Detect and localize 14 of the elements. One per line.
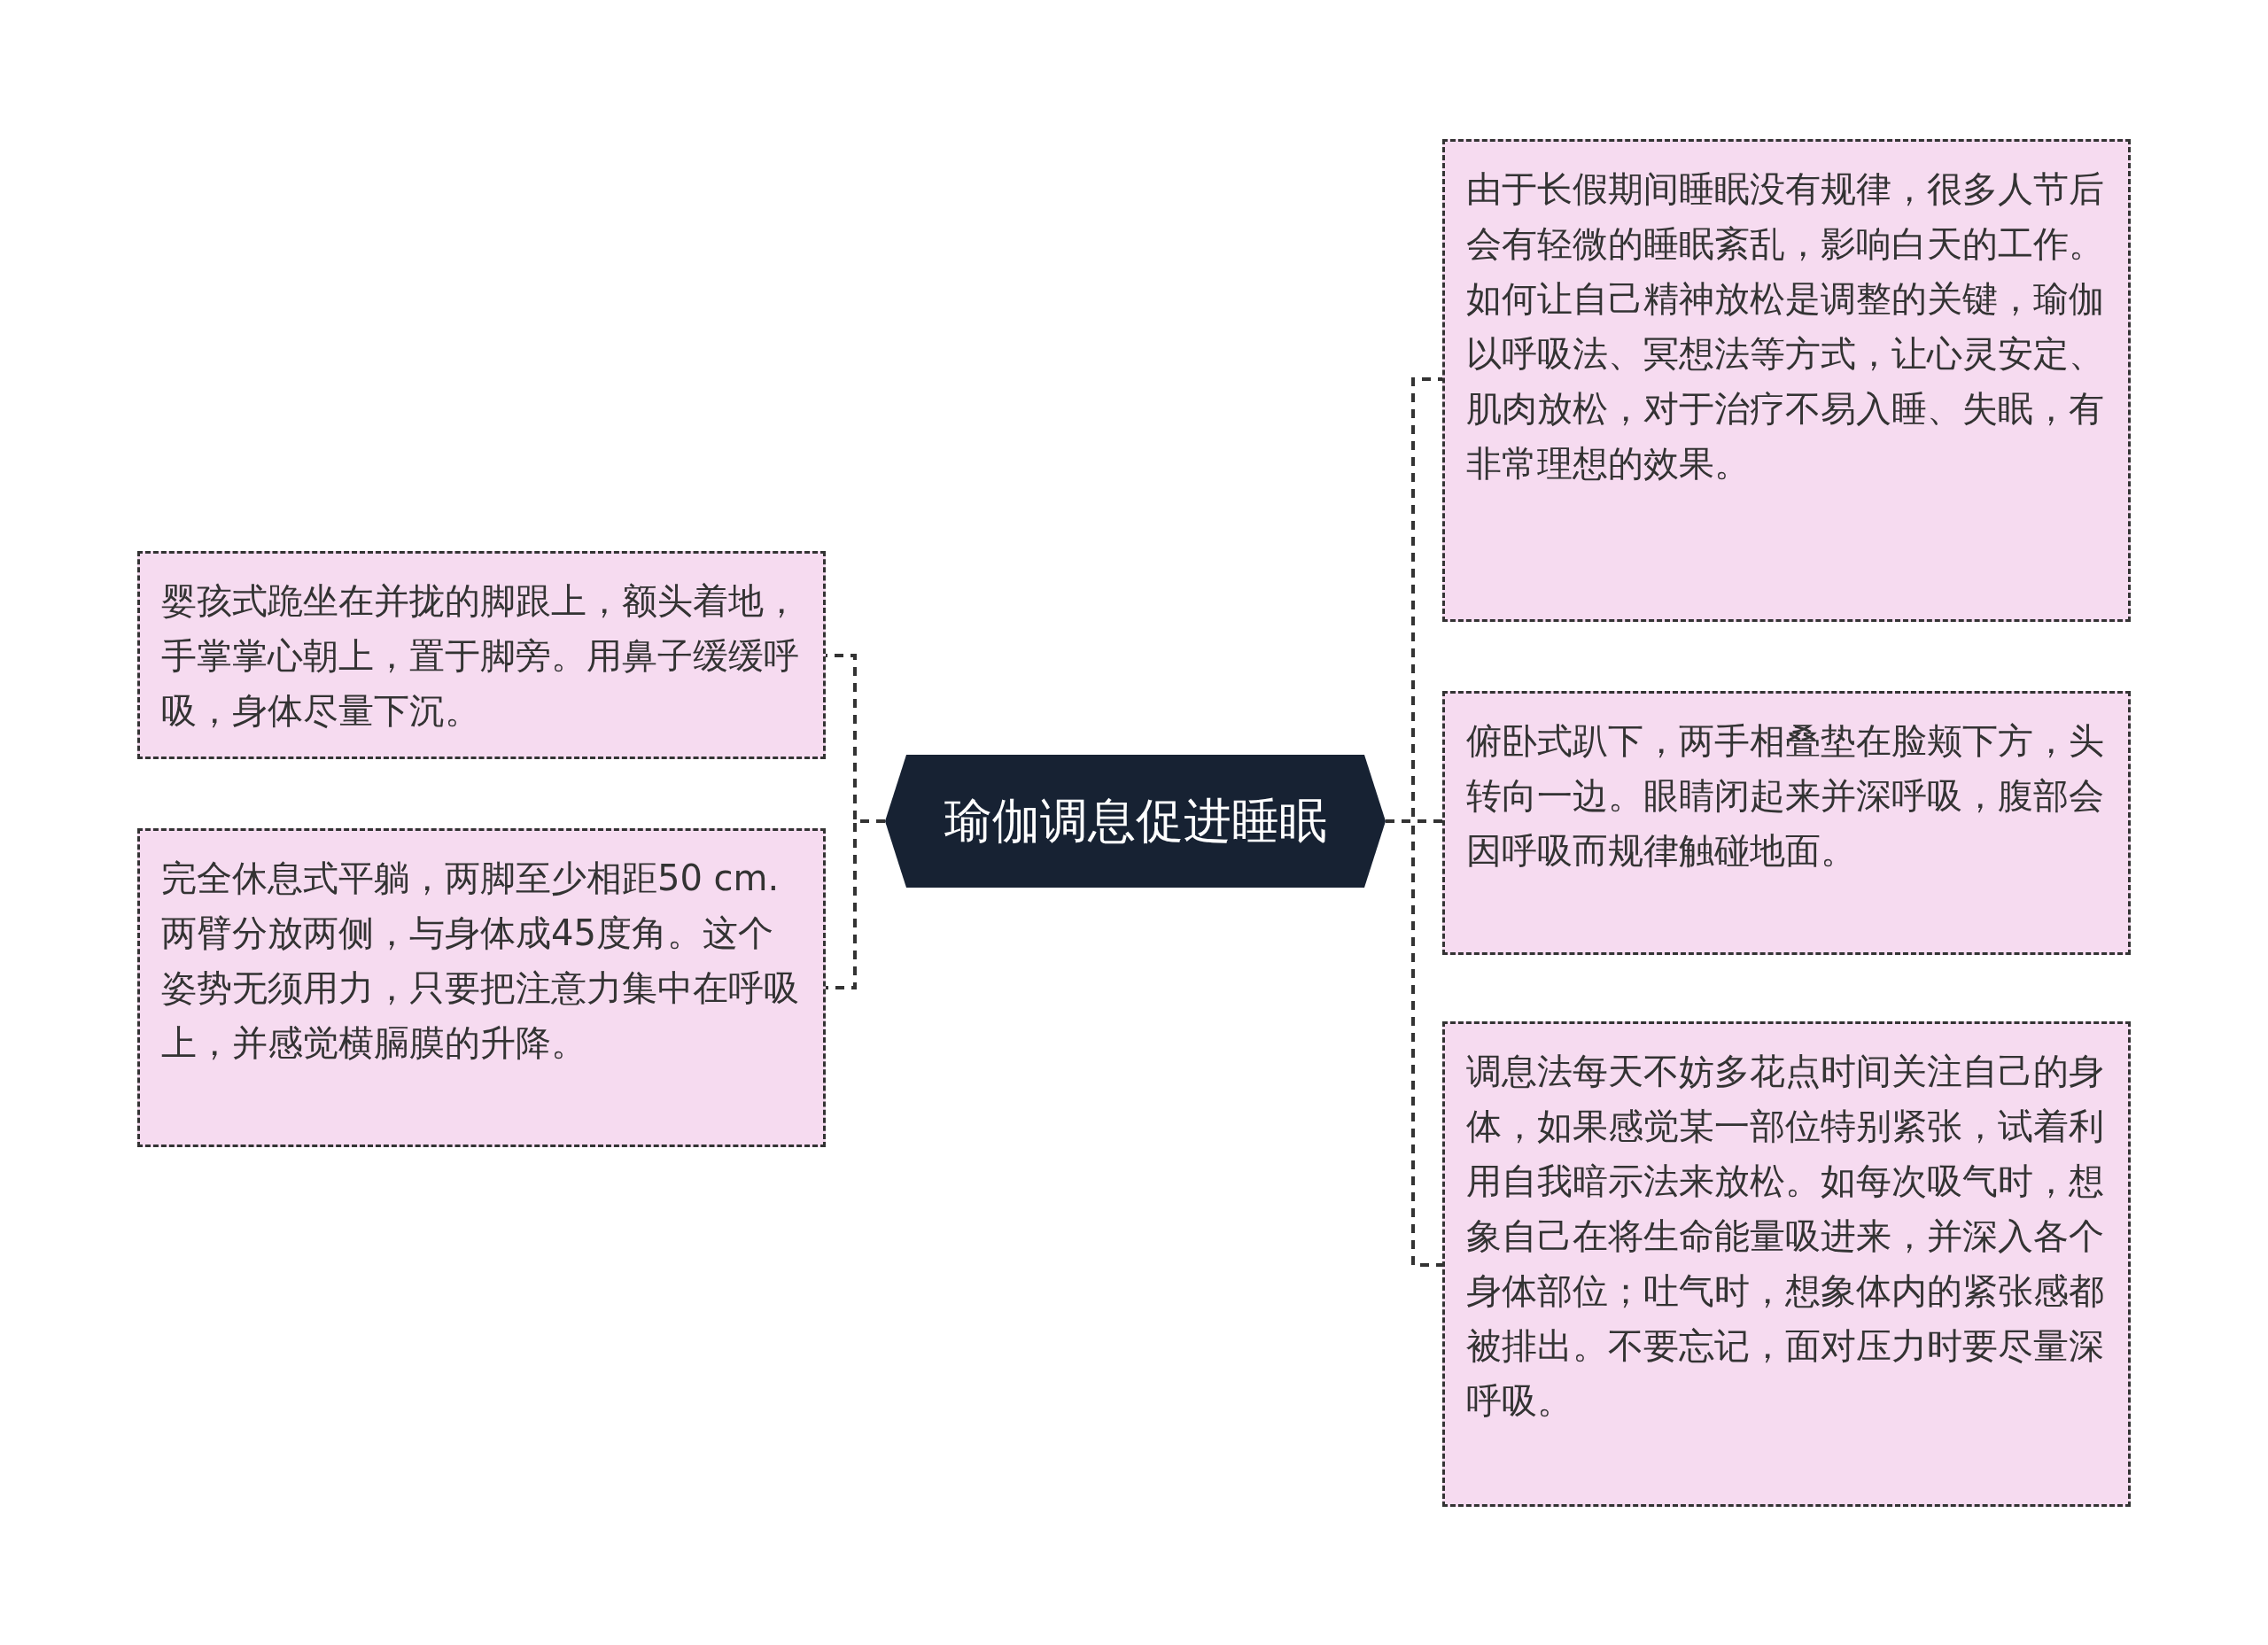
note-card (1442, 1021, 2131, 1507)
connector-line (826, 819, 885, 989)
note-text: 俯卧式趴下，两手相叠垫在脸颊下方，头转向一边。眼睛闭起来并深呼吸，腹部会因呼吸而规律触碰地面。 (1466, 719, 2105, 873)
note-card (137, 828, 826, 1147)
topic-hexagon (885, 755, 1386, 888)
note-card (1442, 691, 2131, 955)
note-text: 婴孩式跪坐在并拢的脚跟上，额头着地，手掌掌心朝上，置于脚旁。用鼻子缓缓呼吸，身体尽量下沉。 (161, 579, 800, 733)
note-text: 调息法每天不妨多花点时间关注自己的身体，如果感觉某一部位特别紧张，试着利用自我暗示法来放松。如每次吸气时，想象自己在将生命能量吸进来，并深入各个身体部位；吐气时，想象体内的紧张感都被排出。不要忘记，面对压力时要尽量深呼吸。 (1466, 1050, 2105, 1423)
topic-text: 瑜伽调息促进睡眠 (944, 791, 1327, 850)
connector-line (1386, 819, 1442, 1267)
note-text: 由于长假期间睡眠没有规律，很多人节后会有轻微的睡眠紊乱，影响白天的工作。如何让自己精神放松是调整的关键，瑜伽以呼吸法、冥想法等方式，让心灵安定、肌肉放松，对于治疗不易入睡、失眠，有非常理想的效果。 (1466, 167, 2105, 485)
note-card (1442, 139, 2131, 622)
note-text: 完全休息式平躺，两脚至少相距50 cm.两臂分放两侧，与身体成45度角。这个姿势无须用力，只要把注意力集中在呼吸上，并感觉横膈膜的升降。 (161, 857, 800, 1065)
note-card (137, 551, 826, 759)
